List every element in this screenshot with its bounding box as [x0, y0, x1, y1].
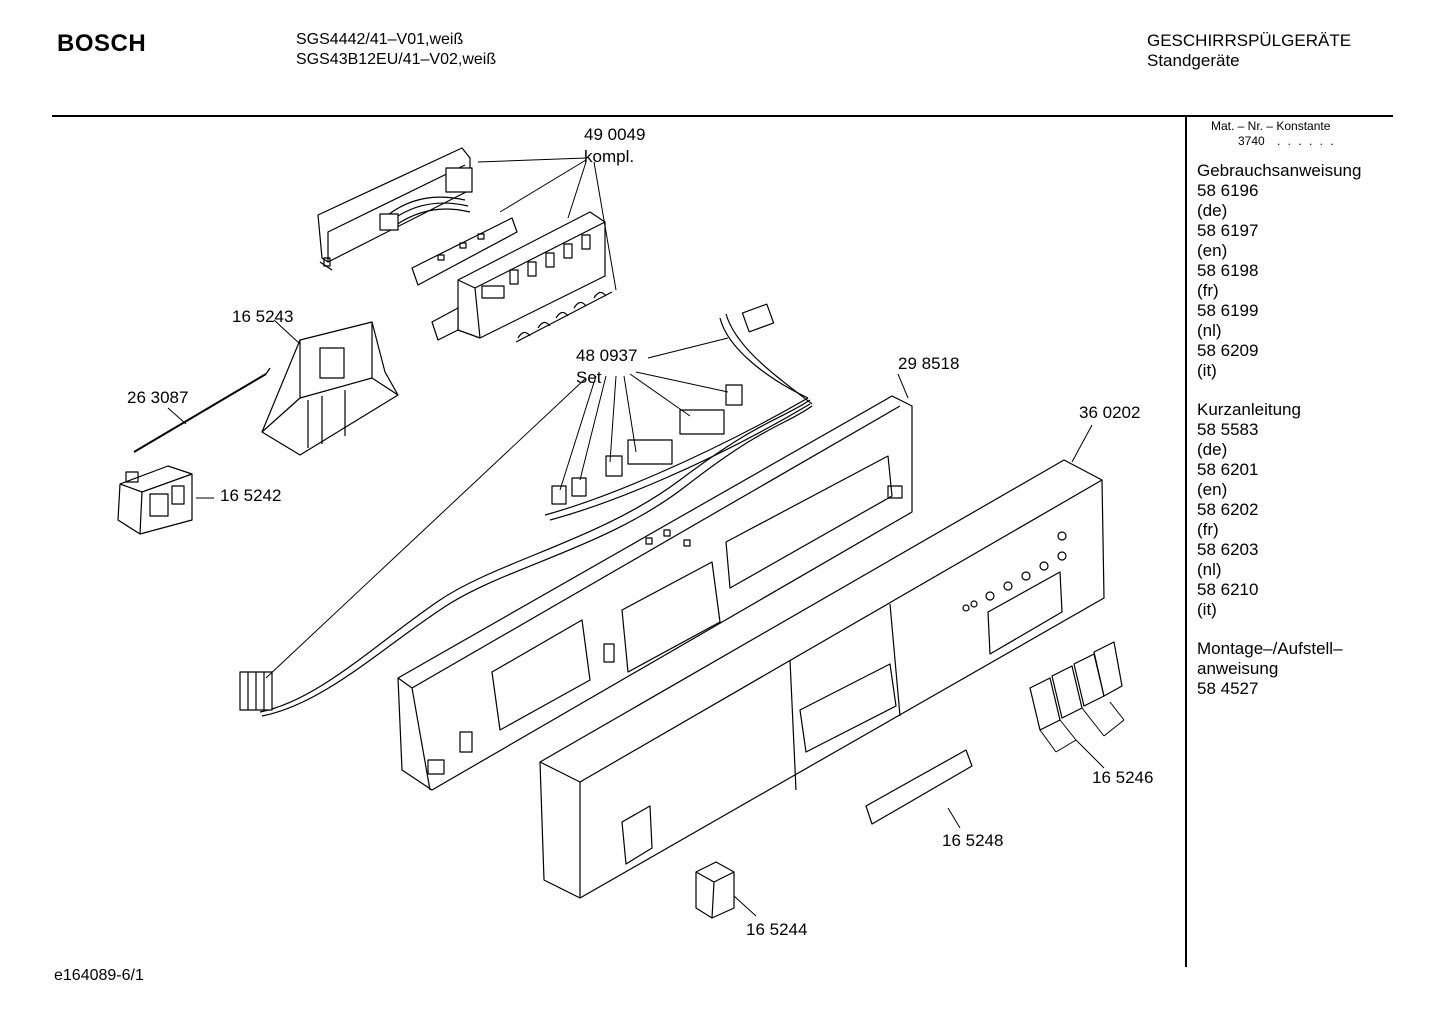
- model-line-2: SGS43B12EU/41–V02,weiß: [296, 51, 497, 68]
- konstante-value: 3740: [1238, 134, 1265, 148]
- leader-lines: [167, 157, 1125, 917]
- doc-entry: (en): [1197, 241, 1228, 260]
- label-480937-note: Set: [576, 368, 602, 387]
- doc-entry: 58 6201: [1197, 460, 1259, 479]
- doc-entry: 58 6202: [1197, 500, 1259, 519]
- part-360202: [539, 459, 1105, 899]
- doc-entry: (fr): [1197, 520, 1219, 539]
- category-subtitle: Standgeräte: [1147, 51, 1240, 70]
- doc-entry: (it): [1197, 361, 1217, 380]
- doc-entry: 58 6197: [1197, 221, 1259, 240]
- doc-title: Kurzanleitung: [1197, 400, 1301, 419]
- doc-entry: (en): [1197, 480, 1228, 499]
- label-263087: 26 3087: [127, 388, 188, 407]
- konstante-label: Mat. – Nr. – Konstante: [1211, 119, 1331, 133]
- doc-entry: 58 6199: [1197, 301, 1259, 320]
- konstante-dots: . . . . . .: [1277, 134, 1336, 148]
- doc-entry: 58 6209: [1197, 341, 1259, 360]
- doc-entry: 58 6203: [1197, 540, 1259, 559]
- label-165242: 16 5242: [220, 486, 281, 505]
- drawing-id: e164089-6/1: [54, 967, 144, 984]
- part-490049-board: [379, 196, 518, 286]
- part-165246: [1029, 641, 1123, 731]
- label-165243: 16 5243: [232, 307, 293, 326]
- label-165246: 16 5246: [1092, 768, 1153, 787]
- doc-title: Gebrauchsanweisung: [1197, 161, 1362, 180]
- part-490049-bracket: [317, 147, 473, 271]
- sidebar-divider: [1185, 117, 1187, 967]
- label-165248: 16 5248: [942, 831, 1003, 850]
- part-298518: [397, 395, 913, 791]
- doc-entry: (it): [1197, 600, 1217, 619]
- part-165243: [261, 321, 399, 456]
- doc-entry: 58 5583: [1197, 420, 1259, 439]
- doc-entry: (de): [1197, 201, 1228, 220]
- model-line-1: SGS4442/41–V01,weiß: [296, 31, 464, 48]
- part-165248: [865, 749, 973, 825]
- brand-logo: BOSCH: [57, 30, 147, 57]
- part-263087: [133, 367, 271, 453]
- doc-entry: 58 6198: [1197, 261, 1259, 280]
- part-480937: [239, 303, 813, 717]
- doc-group-kurzanleitung: Kurzanleitung 58 5583 (de) 58 6201 (en) …: [1197, 400, 1301, 620]
- label-165244: 16 5244: [746, 920, 807, 939]
- header-rule: [52, 115, 1393, 117]
- doc-entry: (nl): [1197, 560, 1222, 579]
- doc-group-montage: Montage–/Aufstell– anweisung 58 4527: [1197, 639, 1343, 699]
- doc-entry: anweisung: [1197, 659, 1279, 678]
- doc-title: Montage–/Aufstell–: [1197, 639, 1343, 658]
- category-title: GESCHIRRSPÜLGERÄTE: [1147, 31, 1352, 50]
- part-165242: [117, 465, 193, 535]
- label-490049: 49 0049: [584, 125, 645, 144]
- doc-entry: (fr): [1197, 281, 1219, 300]
- label-480937: 48 0937: [576, 346, 637, 365]
- doc-entry: (de): [1197, 440, 1228, 459]
- doc-entry: (nl): [1197, 321, 1222, 340]
- part-labels: 49 0049 kompl. 16 5243 26 3087 16 5242 4…: [127, 125, 1153, 939]
- label-298518: 29 8518: [898, 354, 959, 373]
- part-490049-housing: [431, 211, 613, 343]
- part-165244: [695, 861, 735, 919]
- doc-group-gebrauchsanweisung: Gebrauchsanweisung 58 6196 (de) 58 6197 …: [1197, 161, 1361, 381]
- doc-entry: 58 6196: [1197, 181, 1259, 200]
- label-490049-note: kompl.: [584, 147, 634, 166]
- label-360202: 36 0202: [1079, 403, 1140, 422]
- doc-entry: 58 4527: [1197, 679, 1259, 698]
- exploded-diagram: 49 0049 kompl. 16 5243 26 3087 16 5242 4…: [117, 125, 1153, 939]
- doc-entry: 58 6210: [1197, 580, 1259, 599]
